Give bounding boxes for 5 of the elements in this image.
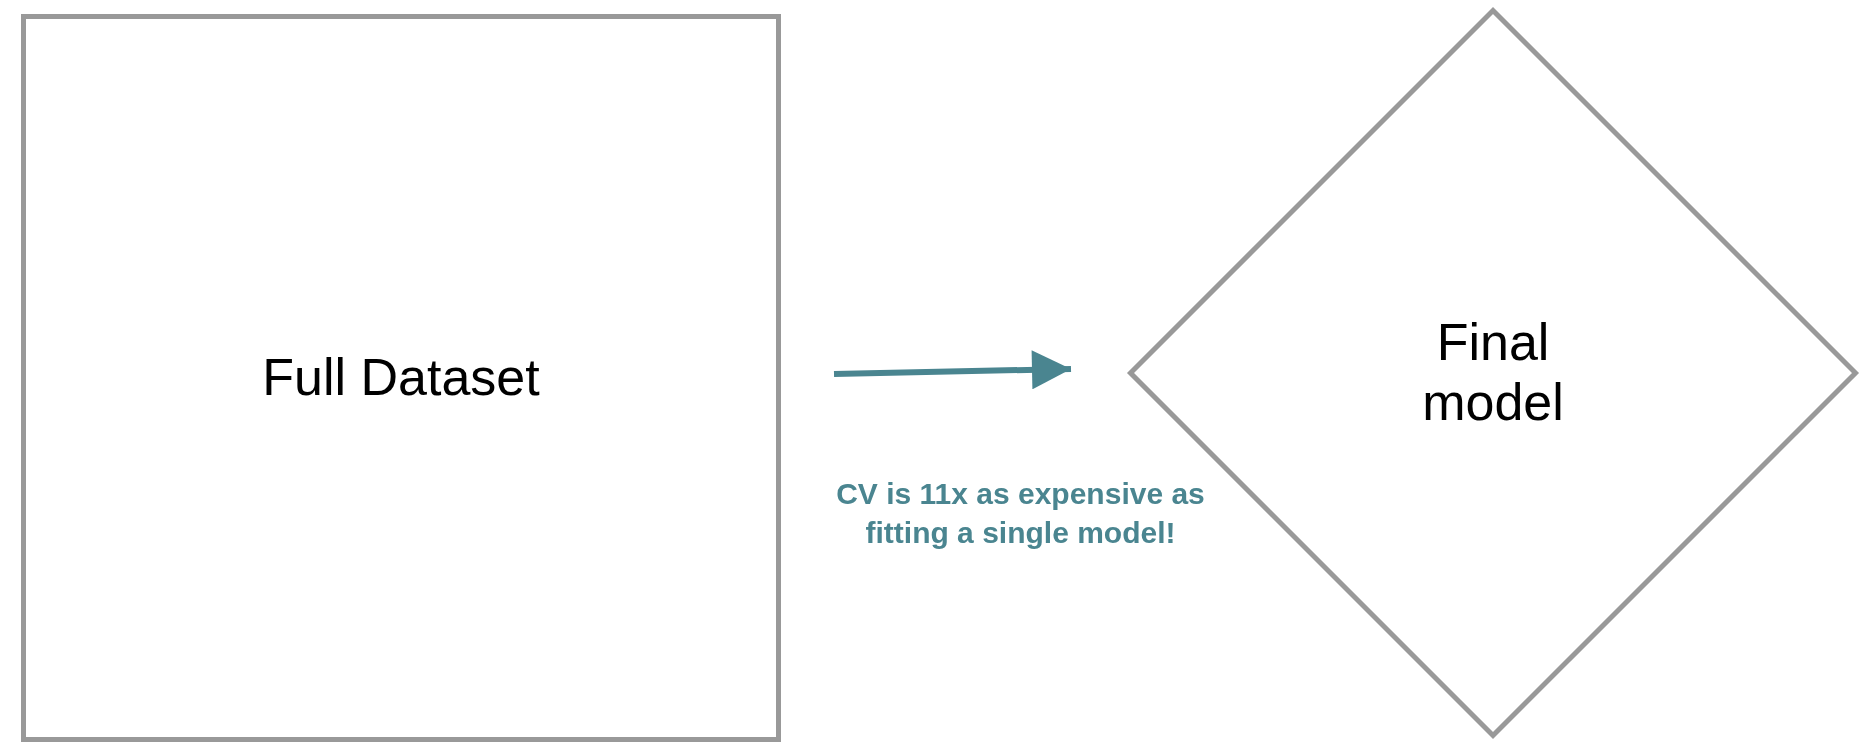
edge-label: CV is 11x as expensive as fitting a single model! xyxy=(835,476,1206,551)
arrow xyxy=(833,350,1072,390)
node-label: Full Dataset xyxy=(262,348,540,408)
node-label: Final model xyxy=(1421,313,1565,433)
dataset-box xyxy=(21,14,781,742)
